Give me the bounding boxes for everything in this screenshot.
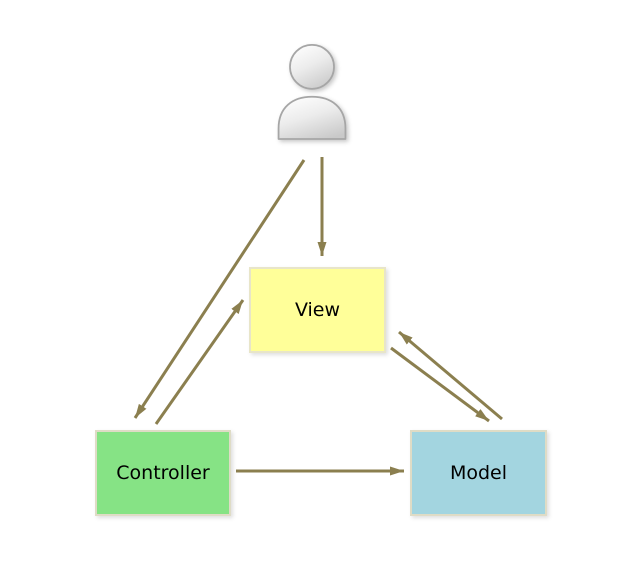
node-controller: Controller (95, 430, 231, 516)
person-body (277, 95, 347, 140)
arrow-view-to-model (390, 346, 490, 423)
node-view: View (249, 267, 386, 353)
arrow-model-to-view (398, 330, 503, 421)
person-head (289, 43, 335, 90)
node-controller-label: Controller (116, 462, 210, 484)
arrow-user-to-controller (133, 159, 306, 419)
node-view-label: View (294, 299, 341, 321)
person-icon (277, 43, 347, 140)
node-model-label: Model (449, 462, 508, 484)
arrow-controller-to-view (154, 299, 245, 425)
node-model: Model (410, 430, 547, 516)
user-node (268, 42, 356, 141)
